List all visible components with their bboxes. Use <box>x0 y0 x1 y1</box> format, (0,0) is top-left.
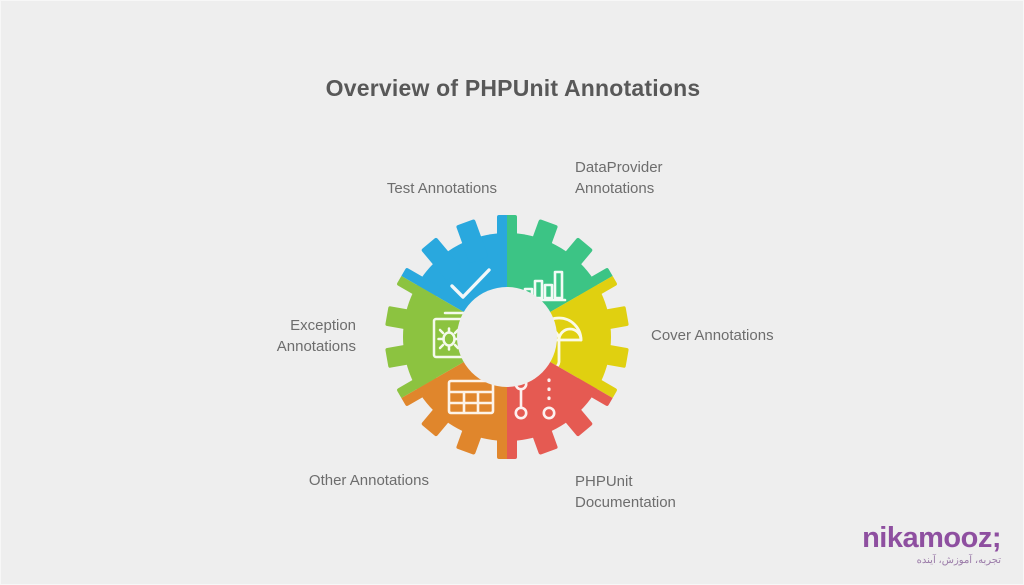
page-title: Overview of PHPUnit Annotations <box>325 75 701 101</box>
table-icon <box>447 379 495 415</box>
check-icon <box>450 268 491 299</box>
gear-segment-test[interactable] <box>385 215 629 459</box>
segment-label-test: Test Annotations <box>386 180 497 197</box>
gear-diagram-svg <box>385 215 629 459</box>
gear-diagram <box>379 209 635 465</box>
logo-tagline: تجربه، آموزش، آینده <box>916 555 1001 566</box>
brand-logo: nikamooz; تجربه، آموزش، آینده <box>862 524 1001 566</box>
logo-wordmark: nikamooz; <box>862 522 1001 554</box>
segment-label-phpunit-documentation: PHPUnit Documentation <box>575 473 676 511</box>
segment-label-cover: Cover Annotations <box>651 327 774 344</box>
segment-label-other: Other Annotations <box>308 472 429 489</box>
gear-center-hub <box>457 287 557 387</box>
gear-segment-other[interactable] <box>385 215 629 459</box>
segment-label-dataprovider: DataProvider Annotations <box>575 159 663 197</box>
segment-label-exception: Exception Annotations <box>276 317 356 355</box>
